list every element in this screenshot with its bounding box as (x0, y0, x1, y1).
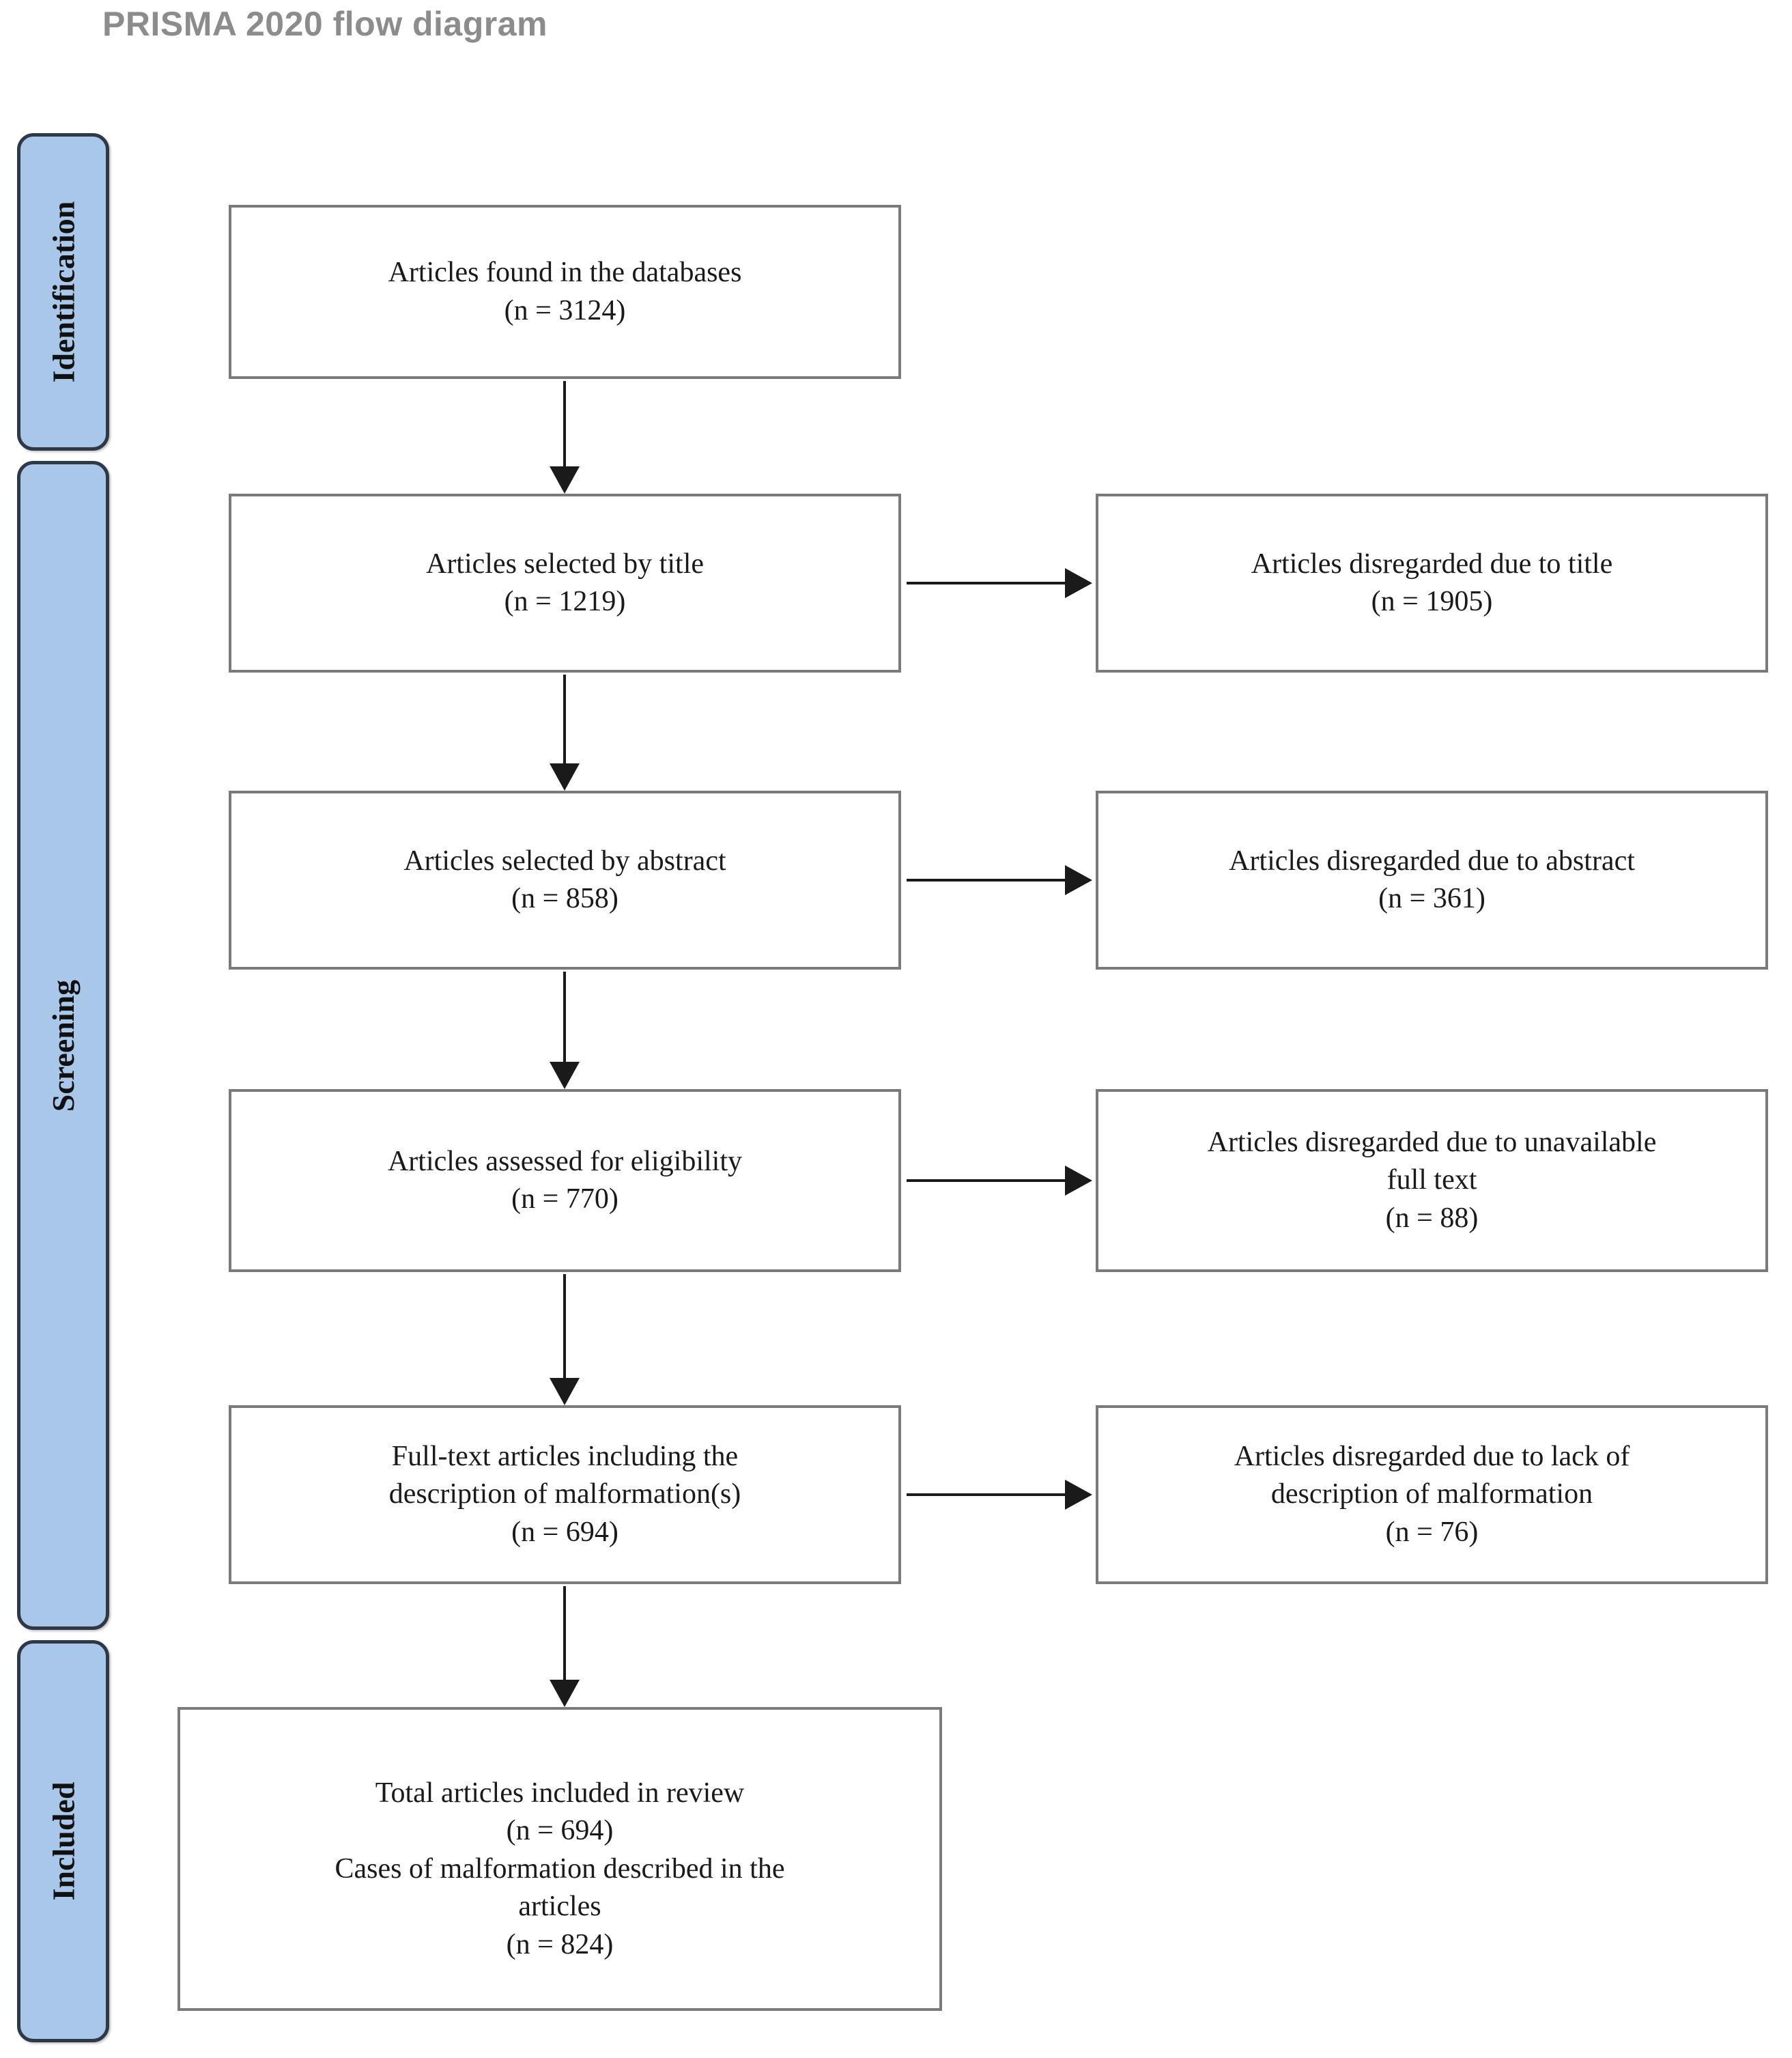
arrow-shaft (907, 1493, 1066, 1496)
box-disregarded-lack-of-description: Articles disregarded due to lack of desc… (1096, 1405, 1768, 1584)
box-assessed-for-eligibility: Articles assessed for eligibility (n = 7… (229, 1089, 901, 1272)
arrow-title-to-disregarded (907, 568, 1092, 598)
arrow-shaft (563, 1586, 566, 1680)
arrow-abstract-to-eligibility (550, 972, 580, 1089)
box-disregarded-by-abstract: Articles disregarded due to abstract (n … (1096, 791, 1768, 970)
arrow-fulltext-to-included (550, 1586, 580, 1707)
box-count: (n = 3124) (504, 294, 626, 326)
arrow-shaft (563, 1274, 566, 1378)
arrow-shaft (563, 972, 566, 1062)
arrow-fulltext-to-disregarded (907, 1480, 1092, 1510)
box-disregarded-unavailable-fulltext: Articles disregarded due to unavailable … (1096, 1089, 1768, 1272)
box-count: (n = 694) (506, 1815, 614, 1847)
arrow-right-icon (1065, 865, 1092, 895)
arrow-down-icon (550, 1062, 580, 1089)
box-text: description of malformation (1270, 1478, 1593, 1510)
box-count: (n = 770) (511, 1183, 618, 1215)
box-count: (n = 824) (506, 1928, 614, 1960)
arrow-found-to-title (550, 381, 580, 494)
box-disregarded-by-title: Articles disregarded due to title (n = 1… (1096, 494, 1768, 673)
stage-label-screening: Screening (46, 979, 81, 1112)
stage-label-identification: Identification (46, 201, 81, 383)
stage-bar-identification: Identification (17, 133, 109, 451)
arrow-down-icon (550, 1378, 580, 1405)
box-selected-by-abstract: Articles selected by abstract (n = 858) (229, 791, 901, 970)
box-text: Articles disregarded due to unavailable (1207, 1126, 1657, 1158)
box-text: articles (518, 1891, 601, 1923)
arrow-shaft (907, 1179, 1066, 1182)
box-articles-found: Articles found in the databases (n = 312… (229, 205, 901, 379)
box-text: Articles selected by title (425, 548, 705, 580)
arrow-eligibility-to-disregarded (907, 1166, 1092, 1196)
box-text: Total articles included in review (375, 1777, 745, 1809)
arrow-shaft (907, 879, 1066, 882)
box-count: (n = 76) (1385, 1516, 1479, 1548)
arrow-down-icon (550, 1680, 580, 1707)
box-text: Articles disregarded due to lack of (1234, 1440, 1630, 1472)
stage-bar-screening: Screening (17, 461, 109, 1630)
arrow-right-icon (1065, 568, 1092, 598)
page-title: PRISMA 2020 flow diagram (102, 5, 547, 43)
arrow-down-icon (550, 763, 580, 791)
box-text: Articles assessed for eligibility (387, 1145, 743, 1177)
box-count: (n = 694) (511, 1516, 618, 1548)
arrow-shaft (563, 381, 566, 466)
box-count: (n = 1219) (504, 586, 626, 617)
arrow-right-icon (1065, 1480, 1092, 1510)
box-text: Articles selected by abstract (403, 845, 726, 877)
arrow-down-icon (550, 466, 580, 494)
box-count: (n = 361) (1378, 883, 1485, 914)
box-text: Articles disregarded due to abstract (1229, 845, 1635, 877)
box-count: (n = 88) (1385, 1202, 1479, 1234)
stage-bar-included: Included (17, 1640, 109, 2042)
arrow-right-icon (1065, 1166, 1092, 1196)
box-text: Cases of malformation described in the (335, 1852, 785, 1885)
arrow-title-to-abstract (550, 675, 580, 791)
box-text: description of malformation(s) (388, 1478, 741, 1510)
box-selected-by-title: Articles selected by title (n = 1219) (229, 494, 901, 673)
arrow-eligibility-to-fulltext (550, 1274, 580, 1405)
stage-label-included: Included (46, 1781, 81, 1901)
arrow-shaft (907, 582, 1066, 584)
box-text: Articles found in the databases (388, 257, 742, 289)
box-count: (n = 1905) (1371, 586, 1493, 617)
box-text: full text (1386, 1164, 1477, 1196)
box-count: (n = 858) (511, 883, 618, 914)
box-included-total: Total articles included in review (n = 6… (177, 1707, 942, 2011)
box-text: Full-text articles including the (391, 1440, 739, 1472)
box-text: Articles disregarded due to title (1251, 548, 1613, 580)
arrow-abstract-to-disregarded (907, 865, 1092, 895)
arrow-shaft (563, 675, 566, 763)
box-fulltext-with-description: Full-text articles including the descrip… (229, 1405, 901, 1584)
